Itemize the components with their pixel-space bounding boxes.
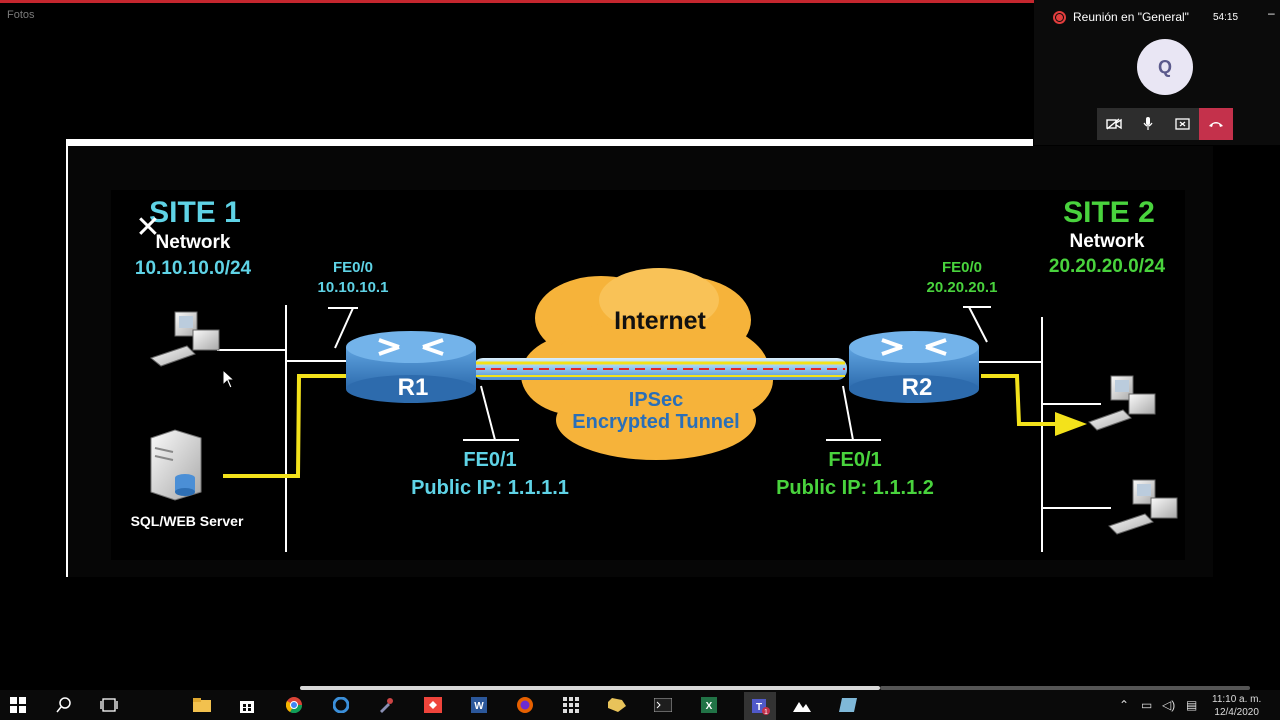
edge-icon[interactable] — [331, 696, 351, 714]
chrome-icon[interactable] — [284, 696, 304, 714]
meeting-title-row[interactable]: Reunión en "General" — [1053, 10, 1189, 24]
pc-icon — [149, 311, 220, 367]
close-icon[interactable]: ✕ — [135, 211, 161, 244]
share-screen-icon — [1174, 118, 1190, 130]
hang-up-button[interactable] — [1199, 108, 1233, 140]
tunnel-label-line2: Encrypted Tunnel — [572, 411, 739, 433]
chevron-up-icon[interactable]: ⌃ — [1119, 698, 1130, 712]
ipsec-diagram: SITE 1 Network 10.10.10.0/24 SQL/WEB Ser… — [131, 196, 1178, 552]
terminal-icon[interactable] — [653, 696, 673, 714]
mouse-cursor-icon — [222, 369, 236, 389]
windows-start-icon[interactable] — [8, 696, 28, 714]
network-diagram-slide: SITE 1 Network 10.10.10.0/24 SQL/WEB Ser… — [111, 190, 1185, 560]
excel-icon[interactable]: X — [699, 696, 719, 714]
router-r2-icon — [849, 331, 979, 403]
clock-date: 12/4/2020 — [1214, 707, 1259, 718]
r2-fe01-label: FE0/1 — [828, 449, 881, 471]
share-screen-button[interactable] — [1165, 108, 1199, 140]
site1-title: SITE 1 — [149, 196, 241, 229]
taskbar-clock[interactable]: 11:10 a. m. 12/4/2020 — [1212, 693, 1261, 719]
router-r1-icon — [346, 331, 476, 403]
site2-network-label: Network — [1070, 231, 1145, 252]
site2-network: 20.20.20.0/24 — [1049, 256, 1166, 277]
site1-network-label: Network — [156, 232, 231, 253]
video-off-icon — [1106, 118, 1122, 130]
folder-icon[interactable] — [607, 696, 627, 714]
network-icon[interactable]: ▭ — [1141, 698, 1153, 712]
server-label: SQL/WEB Server — [131, 513, 244, 529]
task-view-icon[interactable] — [99, 696, 119, 714]
photos-icon[interactable] — [792, 696, 812, 714]
r2-label: R2 — [902, 374, 933, 401]
r1-label: R1 — [398, 374, 429, 401]
pc-icon — [1108, 479, 1178, 535]
r1-fe00-ip: 10.10.10.1 — [318, 279, 389, 296]
r2-fe00-ip: 20.20.20.1 — [927, 279, 998, 296]
hang-up-icon — [1209, 122, 1223, 127]
meeting-timer: 54:15 — [1213, 12, 1239, 23]
calculator-icon[interactable] — [561, 696, 581, 714]
internet-cloud — [521, 268, 773, 460]
scrollbar-thumb[interactable] — [300, 686, 880, 690]
pc-icon — [1088, 375, 1156, 431]
r1-fe00-label: FE0/0 — [333, 259, 373, 276]
tool-icon[interactable] — [376, 696, 396, 714]
site1-network: 10.10.10.0/24 — [135, 258, 252, 279]
photo-frame — [66, 139, 1033, 577]
recording-icon — [1053, 10, 1066, 24]
volume-icon[interactable]: ◁) — [1162, 698, 1176, 712]
notifications-icon[interactable]: ▤ — [1186, 698, 1198, 712]
site2-title: SITE 2 — [1063, 196, 1155, 229]
internet-label: Internet — [614, 307, 706, 335]
anydesk-icon[interactable] — [423, 696, 443, 714]
server-icon — [150, 429, 202, 501]
minimize-icon[interactable]: – — [1268, 6, 1275, 20]
svg-text:X: X — [706, 701, 713, 712]
teams-badge: 1 — [764, 709, 768, 715]
clock-time: 11:10 a. m. — [1212, 694, 1262, 705]
r1-public-ip: Public IP: 1.1.1.1 — [411, 477, 569, 499]
file-explorer-icon[interactable] — [192, 696, 212, 714]
store-icon[interactable] — [237, 696, 257, 714]
svg-text:T: T — [756, 702, 762, 713]
mic-button[interactable] — [1131, 108, 1165, 140]
app-title: Fotos — [7, 9, 35, 21]
firefox-icon[interactable] — [515, 696, 535, 714]
r2-public-ip: Public IP: 1.1.1.2 — [776, 477, 934, 499]
word-icon[interactable]: W — [469, 696, 489, 714]
taskbar — [0, 690, 1280, 720]
window-top-border — [0, 0, 1280, 3]
video-off-button[interactable] — [1097, 108, 1131, 140]
svg-text:W: W — [474, 701, 484, 712]
app-icon[interactable] — [838, 696, 858, 714]
tunnel-label-line1: IPSec — [629, 389, 683, 411]
avatar: Q — [1137, 39, 1193, 95]
r2-fe00-label: FE0/0 — [942, 259, 982, 276]
meeting-title: Reunión en "General" — [1073, 10, 1189, 24]
search-icon[interactable] — [54, 696, 74, 714]
scrollbar-track[interactable] — [880, 686, 1250, 690]
r1-fe01-label: FE0/1 — [463, 449, 516, 471]
mic-icon — [1143, 117, 1153, 130]
